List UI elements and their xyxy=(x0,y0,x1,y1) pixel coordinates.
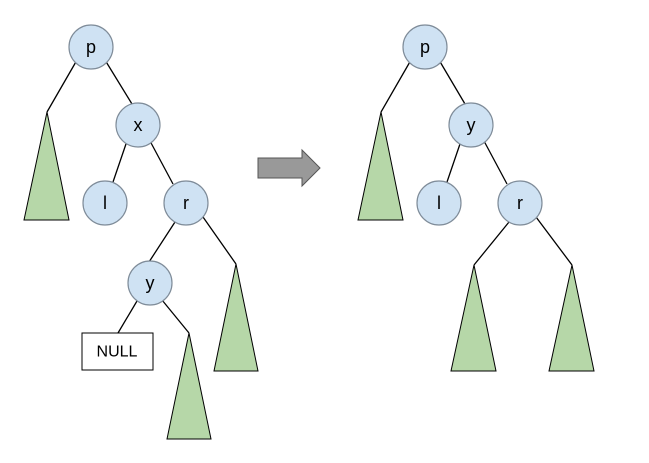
subtree-triangle xyxy=(357,111,404,221)
edge-r-left-subtree xyxy=(473,221,510,266)
tree-node-p: p xyxy=(68,24,114,70)
subtree-triangle xyxy=(213,263,259,372)
tree-node-y: y xyxy=(127,260,173,306)
node-label: p xyxy=(420,37,430,57)
edge-x-l xyxy=(112,140,128,183)
edge-y-l xyxy=(446,140,462,183)
tree-node-l: l xyxy=(82,180,128,226)
edge-r-y xyxy=(148,221,176,263)
before-tree: p x l r y NULL xyxy=(23,24,259,440)
edge-p-left-subtree xyxy=(46,59,78,113)
edge-p-x xyxy=(104,59,133,105)
edge-y-r xyxy=(483,140,508,185)
tree-node-y: y xyxy=(448,102,494,148)
tree-node-l: l xyxy=(416,180,462,226)
null-leaf: NULL xyxy=(81,332,154,371)
edge-p-y xyxy=(438,59,466,105)
null-label: NULL xyxy=(97,344,138,361)
edge-r-right-subtree xyxy=(202,216,237,265)
node-label: y xyxy=(467,115,476,135)
node-label: r xyxy=(183,193,189,213)
node-label: l xyxy=(437,193,441,213)
subtree-triangle xyxy=(166,332,212,440)
edge-x-r xyxy=(149,140,174,185)
tree-node-x: x xyxy=(115,102,161,148)
node-label: r xyxy=(517,193,523,213)
edge-r-right-subtree xyxy=(535,216,573,266)
edge-y-null xyxy=(117,300,138,334)
tree-node-r: r xyxy=(497,180,543,226)
node-label: x xyxy=(134,115,143,135)
node-label: p xyxy=(86,37,96,57)
tree-node-r: r xyxy=(163,180,209,226)
tree-node-p: p xyxy=(402,24,448,70)
transform-arrow-icon xyxy=(257,148,321,188)
edge-p-left-subtree xyxy=(380,59,412,113)
subtree-triangle xyxy=(548,264,595,372)
after-tree: p y l r xyxy=(357,24,595,372)
subtree-triangle xyxy=(23,111,70,221)
node-label: l xyxy=(103,193,107,213)
subtree-triangle xyxy=(450,264,497,372)
node-label: y xyxy=(146,273,155,293)
edge-y-right-subtree xyxy=(161,299,190,334)
